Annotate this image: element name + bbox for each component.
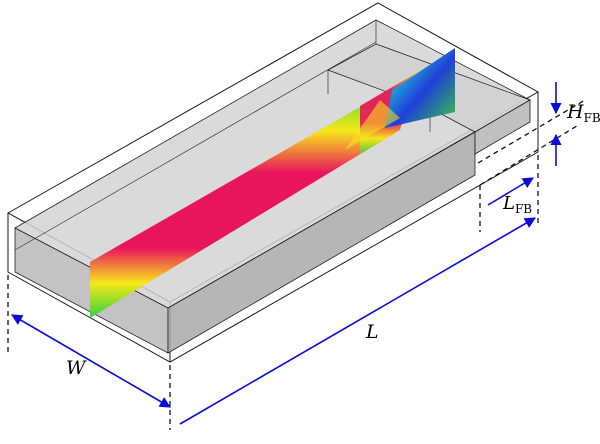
label-fb-height-sub: FB xyxy=(584,111,600,125)
width-arrow xyxy=(11,314,171,408)
field-main-plane xyxy=(90,84,400,318)
label-fb-height: HFB xyxy=(566,101,600,125)
label-length: L xyxy=(365,321,379,343)
field-feedback-mode xyxy=(385,48,455,128)
label-width: W xyxy=(66,357,87,379)
extension-lines xyxy=(7,99,586,430)
label-fb-length-main: L xyxy=(502,193,515,214)
length-arrow xyxy=(179,217,536,425)
field-distribution xyxy=(90,48,455,318)
field-notch xyxy=(345,100,400,150)
fb-length-arrow xyxy=(487,177,534,206)
label-fb-length-sub: FB xyxy=(515,202,532,216)
label-fb-height-main: H xyxy=(566,101,584,123)
dimension-arrows xyxy=(11,82,562,425)
feedback-step-face xyxy=(474,99,531,155)
label-fb-length: LFB xyxy=(502,193,532,216)
